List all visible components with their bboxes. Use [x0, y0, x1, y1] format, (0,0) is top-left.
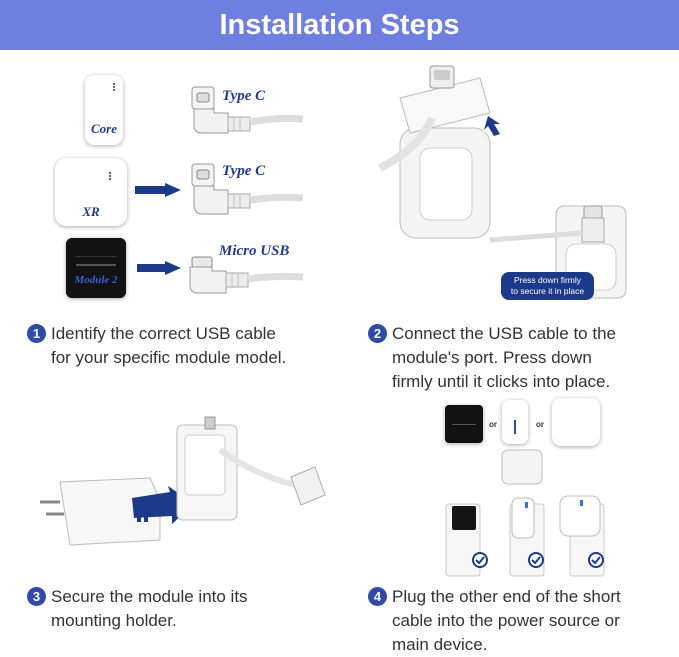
callout-line2: to secure it in place — [510, 286, 585, 296]
module2-slot-icon — [76, 256, 116, 257]
step-2-line1: Connect the USB cable to the — [392, 324, 616, 343]
module2-module: Module 2 — [66, 238, 126, 298]
step-4-text: 4 Plug the other end of the short cable i… — [368, 585, 621, 657]
cable-type-c-label: Type C — [222, 163, 266, 179]
step-3-number: 3 — [27, 587, 46, 606]
step-3-line1: Secure the module into its — [51, 587, 248, 606]
step-3-text: 3 Secure the module into its mounting hol… — [27, 585, 248, 633]
usb-c-plug-icon — [191, 163, 304, 215]
step-2-line3: firmly until it clicks into place. — [392, 372, 611, 391]
cable-type-c-label: Type C — [222, 88, 266, 104]
module2-option — [445, 405, 483, 443]
holder-stack-illustration — [445, 449, 605, 577]
step-1-line1: Identify the correct USB cable — [51, 324, 276, 343]
step-1-number: 1 — [27, 324, 46, 343]
step-1-line2: for your specific module model. — [51, 348, 287, 367]
core-module: Core — [85, 75, 123, 145]
arrow-right-icon — [135, 183, 181, 197]
power-adapter-icon — [40, 477, 161, 546]
xr-led-icon — [109, 172, 113, 180]
or-separator: or — [536, 420, 544, 429]
press-down-callout: Press down firmly to secure it in place — [501, 272, 594, 300]
xr-label: XR — [82, 204, 100, 219]
down-arrow-icon — [514, 420, 516, 434]
cable-micro-usb-label: Micro USB — [219, 243, 290, 259]
step-4-line2: cable into the power source or — [392, 611, 620, 630]
core-led-icon — [113, 83, 117, 91]
header-banner: Installation Steps — [0, 0, 679, 50]
step-2-number: 2 — [368, 324, 387, 343]
step-3-line2: mounting holder. — [51, 611, 177, 630]
core-option — [502, 400, 528, 444]
holder-connect-illustration — [378, 65, 627, 299]
callout-line1: Press down firmly — [513, 275, 582, 285]
step-4-number: 4 — [368, 587, 387, 606]
page-title: Installation Steps — [219, 8, 460, 41]
arrow-right-icon — [137, 261, 181, 275]
step-4-line1: Plug the other end of the short — [392, 587, 621, 606]
usb-c-plug-icon — [191, 86, 304, 134]
xr-module: XR — [55, 158, 127, 226]
micro-usb-plug-icon — [189, 256, 304, 294]
module2-slot-icon — [452, 424, 476, 425]
step-1-text: 1 Identify the correct USB cable for your… — [27, 322, 286, 370]
module2-slot-icon — [76, 264, 116, 266]
or-separator: or — [489, 420, 497, 429]
step-2-text: 2 Connect the USB cable to the module's p… — [368, 322, 616, 394]
step-4-line3: main device. — [392, 635, 488, 654]
mounting-holder-illustration — [176, 416, 326, 521]
module2-label: Module 2 — [74, 274, 118, 286]
core-label: Core — [91, 121, 117, 136]
xr-option — [552, 398, 600, 446]
step-2-line2: module's port. Press down — [392, 348, 592, 367]
